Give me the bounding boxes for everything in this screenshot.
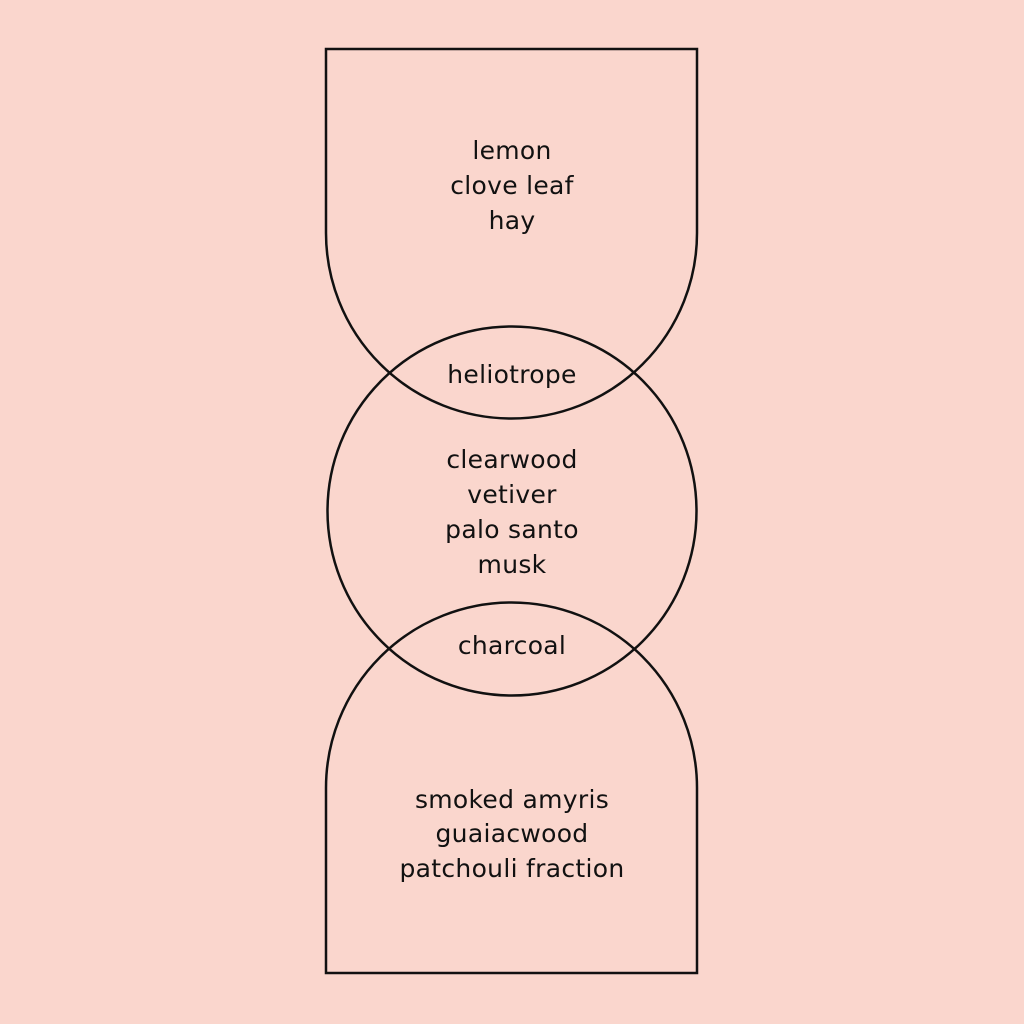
top-note-1: lemon <box>472 136 551 165</box>
bottom-note-3: patchouli fraction <box>400 854 625 883</box>
bottom-arch-shape <box>324 601 699 975</box>
middle-note-4: musk <box>478 550 547 579</box>
middle-note-3: palo santo <box>445 515 579 544</box>
bottom-note-1: smoked amyris <box>415 785 609 814</box>
top-note-3: hay <box>489 206 536 235</box>
top-arch-shape <box>324 47 699 420</box>
bottom-overlap-note: charcoal <box>458 631 566 660</box>
middle-circle-shape <box>326 325 698 697</box>
middle-note-2: vetiver <box>467 480 557 509</box>
top-overlap-note: heliotrope <box>447 360 577 389</box>
top-note-2: clove leaf <box>450 171 574 200</box>
bottom-note-2: guaiacwood <box>436 819 589 848</box>
middle-note-1: clearwood <box>446 445 577 474</box>
